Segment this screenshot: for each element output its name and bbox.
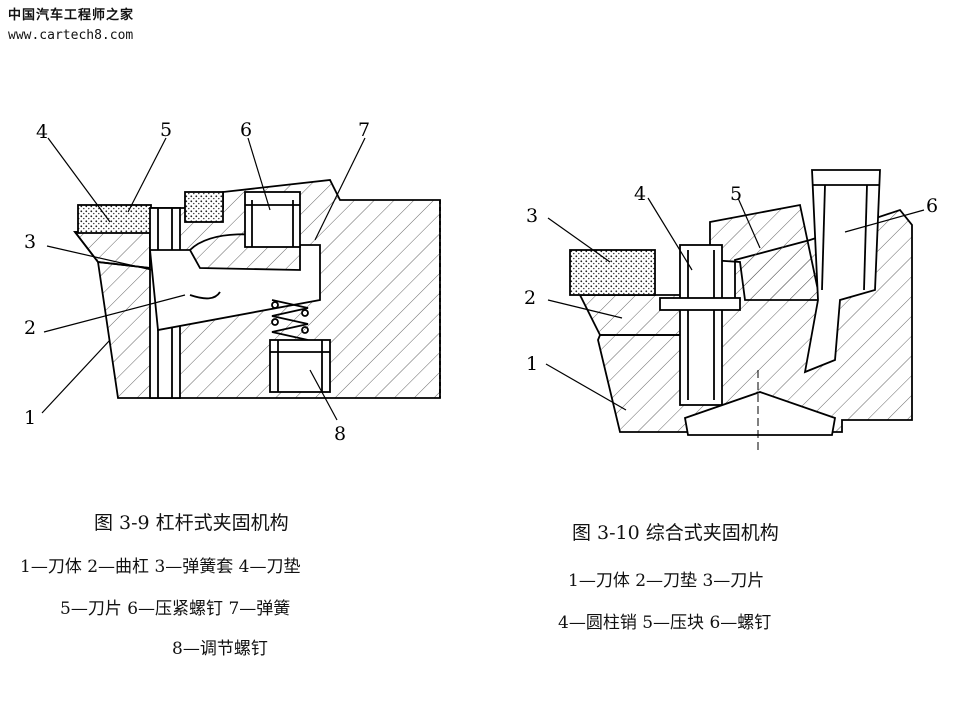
callout-7: 7 <box>358 119 370 141</box>
figure-3-10-legend-line-1: 1—刀体 2—刀垫 3—刀片 <box>568 571 765 591</box>
callout-1: 1 <box>24 407 36 429</box>
cutter-insert-right <box>569 249 656 296</box>
figure-3-9-legend-line-3: 8—调节螺钉 <box>172 639 268 659</box>
cylindrical-pin <box>679 244 723 406</box>
cutter-pad-hatch <box>73 231 151 270</box>
figure-3-9-callouts: 4 5 3 2 1 6 7 8 <box>24 119 370 445</box>
figure-3-9-drawing <box>41 137 441 421</box>
spring <box>271 299 309 341</box>
cutter-insert <box>77 204 152 234</box>
callout-3: 3 <box>24 231 36 253</box>
figure-3-10-legend-line-2: 4—圆柱销 5—压块 6—螺钉 <box>558 613 772 633</box>
callout-r5: 5 <box>730 183 742 205</box>
figure-3-9-legend-line-2: 5—刀片 6—压紧螺钉 7—弹簧 <box>60 599 291 619</box>
adjust-screw <box>269 339 331 393</box>
figure-3-10-caption: 图 3-10 综合式夹固机构 <box>572 522 779 544</box>
figure-3-9-legend-line-1: 1—刀体 2—曲杠 3—弹簧套 4—刀垫 <box>20 557 301 577</box>
watermark-url: www.cartech8.com <box>8 28 134 43</box>
wedge-bottom <box>683 391 837 436</box>
callout-r4: 4 <box>634 183 646 205</box>
figure-3-10-drawing <box>545 169 925 450</box>
callout-r3: 3 <box>526 205 538 227</box>
callout-4: 4 <box>36 121 48 143</box>
figure-3-10-callouts: 3 2 1 4 5 6 <box>524 183 938 375</box>
pressure-block <box>709 203 822 301</box>
callout-2: 2 <box>24 317 36 339</box>
callout-r6: 6 <box>926 195 938 217</box>
callout-r2: 2 <box>524 287 536 309</box>
watermark-title: 中国汽车工程师之家 <box>8 8 135 23</box>
callout-8: 8 <box>334 423 346 445</box>
insert-top-left <box>184 191 224 223</box>
callout-r1: 1 <box>526 353 538 375</box>
callout-5: 5 <box>160 119 172 141</box>
callout-6: 6 <box>240 119 252 141</box>
figure-3-9-caption: 图 3-9 杠杆式夹固机构 <box>94 512 289 534</box>
clamp-screw <box>244 191 301 248</box>
